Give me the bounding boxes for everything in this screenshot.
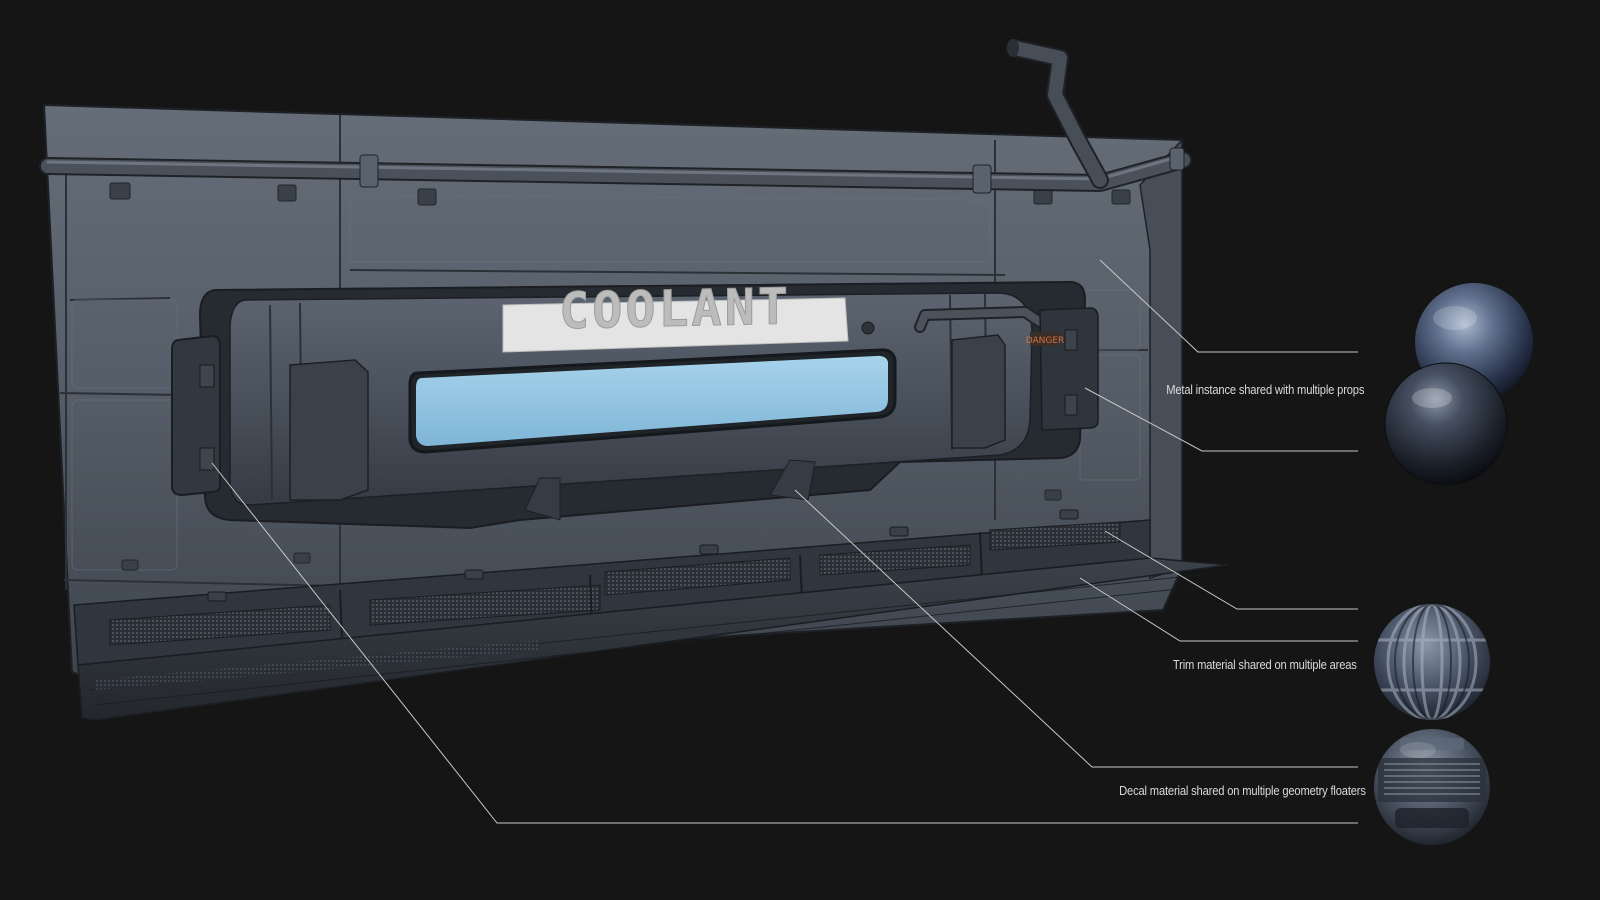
leader-lines (211, 259, 1358, 824)
leader-line-metal-1 (1099, 259, 1358, 353)
decal-annotation-label: Decal material shared on multiple geomet… (1119, 783, 1366, 798)
leader-line-metal-2 (1084, 387, 1358, 452)
coolant-sign: COOLANT (502, 277, 849, 353)
left-hatch (171, 334, 221, 497)
coolant-tank (229, 292, 1046, 521)
leader-line-trim-1 (1104, 530, 1358, 610)
floor-lip (77, 557, 1229, 721)
trim-annotation-label: Trim material shared on multiple areas (1173, 657, 1357, 672)
metal-annotation-label: Metal instance shared with multiple prop… (1165, 382, 1364, 397)
coolant-sight-glass (416, 355, 888, 446)
trim-sphere (1374, 604, 1490, 720)
overhead-pipe (39, 39, 1192, 194)
leader-line-trim-2 (1079, 577, 1358, 642)
material-spheres (1374, 283, 1533, 845)
junction-box: DANGER (1026, 307, 1099, 431)
metal-sphere-dark (1384, 362, 1508, 486)
coolant-sign-text: COOLANT (559, 277, 791, 340)
decal-sphere (1374, 729, 1490, 845)
danger-tag: DANGER (1026, 336, 1065, 346)
leader-line-decal-1 (794, 489, 1358, 768)
leader-line-decal-2 (211, 462, 1358, 824)
